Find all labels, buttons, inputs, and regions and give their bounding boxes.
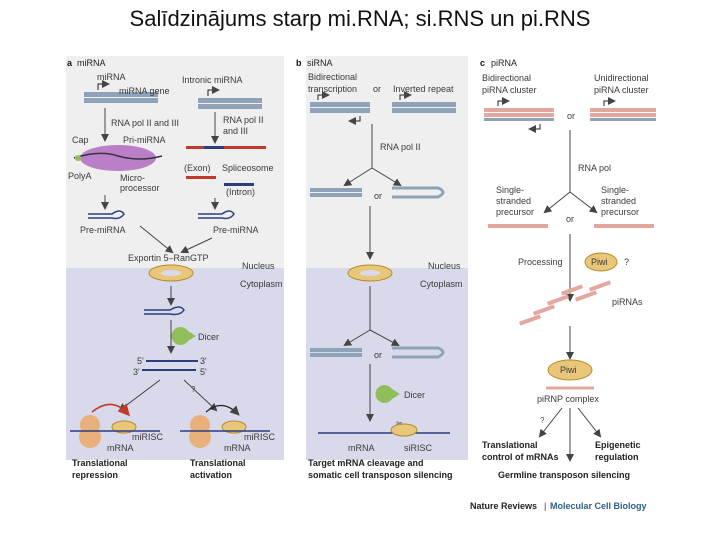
panel-a: a miRNA miRNA miRNA gene Intronic miRNA …	[66, 56, 284, 480]
c-single-left-2: stranded	[496, 196, 531, 206]
c-q1: ?	[624, 257, 629, 267]
b-or-2: or	[374, 191, 382, 201]
a-pre-mirna-left-shape	[88, 210, 125, 220]
c-outcome-1-line-2: control of mRNAs	[482, 452, 559, 462]
a-mirna-gene-label: miRNA gene	[119, 86, 170, 96]
b-dicer-label: Dicer	[404, 390, 425, 400]
c-outcome-2-line-2: regulation	[595, 452, 639, 462]
b-or-3: or	[374, 350, 382, 360]
a-rna-pol-left: RNA pol II and III	[111, 118, 179, 128]
a-outcome-2-line-2: activation	[190, 470, 232, 480]
b-outcome-line-1: Target mRNA cleavage and	[308, 458, 424, 468]
a-nucleus-label: Nucleus	[242, 261, 275, 271]
a-intron-label: (Intron)	[226, 187, 255, 197]
a-mrna-right: mRNA	[224, 443, 251, 453]
panel-a-name: miRNA	[77, 58, 106, 68]
b-cytoplasm-label: Cytoplasm	[420, 279, 463, 289]
a-polya-label: PolyA	[68, 171, 92, 181]
c-bidir-2: piRNA cluster	[482, 85, 537, 95]
a-three-bot: 3'	[133, 367, 140, 377]
panel-a-letter: a	[67, 58, 73, 68]
b-scissors-icon: ✂	[396, 419, 403, 428]
c-rna-pol-label: RNA pol	[578, 163, 611, 173]
c-or-2: or	[566, 214, 574, 224]
c-piwi-2-shape	[547, 359, 593, 381]
a-spliceosome-label: Spliceosome	[222, 163, 274, 173]
c-piwi-1-label: Piwi	[591, 257, 608, 267]
credit-journal: Nature Reviews	[470, 501, 537, 511]
credit-separator: |	[544, 501, 546, 511]
a-pri-mirna-label: Pri-miRNA	[123, 135, 166, 145]
a-rna-pol-right-1: RNA pol II	[223, 115, 264, 125]
a-exportin-label: Exportin 5–RanGTP	[128, 253, 209, 263]
a-pre-mirna-right-shape	[198, 210, 235, 220]
a-microprocessor-shape	[80, 145, 156, 171]
a-dicer-label: Dicer	[198, 332, 219, 342]
c-pirnas-label: piRNAs	[612, 297, 643, 307]
a-mirisc-left: miRISC	[132, 432, 163, 442]
panel-b-letter: b	[296, 58, 302, 68]
a-outcome-2-line-1: Translational	[190, 458, 246, 468]
a-mrna-left: mRNA	[107, 443, 134, 453]
c-processing-label: Processing	[518, 257, 563, 267]
b-sirisc-label: siRISC	[404, 443, 433, 453]
a-cap-label: Cap	[72, 135, 89, 145]
credit-section: Molecular Cell Biology	[550, 501, 647, 511]
c-bidir-1: Bidirectional	[482, 73, 531, 83]
panel-c-letter: c	[480, 58, 485, 68]
c-uni-2: piRNA cluster	[594, 85, 649, 95]
b-bidir-2: transcription	[308, 84, 357, 94]
panel-a-cytoplasm-bg	[66, 268, 284, 460]
b-inverted-repeat: Inverted repeat	[393, 84, 454, 94]
a-mirna-label: miRNA	[97, 72, 126, 82]
c-piwi-1-shape	[584, 252, 618, 272]
a-five-bot: 5'	[200, 367, 207, 377]
page-title: Salīdzinājums starp mi.RNA; si.RNS un pi…	[129, 6, 591, 31]
b-dicer-shape	[375, 384, 400, 404]
a-rna-pol-right-2: and III	[223, 126, 248, 136]
panel-b: b siRNA Bidirectional transcription or I…	[296, 56, 468, 480]
a-outcome-1-line-1: Translational	[72, 458, 128, 468]
b-nucleus-label: Nucleus	[428, 261, 461, 271]
c-uni-1: Unidirectional	[594, 73, 649, 83]
a-exon-label: (Exon)	[184, 163, 211, 173]
b-or-1: or	[373, 84, 381, 94]
a-pre-left-label: Pre-miRNA	[80, 225, 126, 235]
c-single-right-2: stranded	[601, 196, 636, 206]
c-single-right-1: Single-	[601, 185, 629, 195]
c-single-right-3: precursor	[601, 207, 639, 217]
c-or-1: or	[567, 111, 575, 121]
c-outcome-2-line-1: Epigenetic	[595, 440, 641, 450]
a-outcome-1-line-2: repression	[72, 470, 118, 480]
a-dicer-shape	[171, 327, 196, 346]
a-three-top: 3'	[200, 356, 207, 366]
c-q2: ?	[540, 416, 545, 425]
c-pirna-fragments	[518, 280, 612, 326]
a-micro-label-2: processor	[120, 183, 160, 193]
c-outcome-1-line-1: Translational	[482, 440, 538, 450]
a-cytoplasm-label: Cytoplasm	[240, 279, 283, 289]
panel-c-name: piRNA	[491, 58, 517, 68]
b-mrna-label: mRNA	[348, 443, 375, 453]
b-bidir-1: Bidirectional	[308, 72, 357, 82]
a-five-top: 5'	[137, 356, 144, 366]
a-intronic-label: Intronic miRNA	[182, 75, 243, 85]
c-outcome-3: Germline transposon silencing	[498, 470, 630, 480]
panel-c: c piRNA Bidirectional piRNA cluster Unid…	[480, 58, 656, 480]
a-mirna-gene-dna	[84, 92, 158, 97]
a-pre-right-label: Pre-miRNA	[213, 225, 259, 235]
panel-b-name: siRNA	[307, 58, 333, 68]
c-single-left-1: Single-	[496, 185, 524, 195]
c-piwi-2-label: Piwi	[560, 365, 577, 375]
a-micro-label-1: Micro-	[120, 173, 145, 183]
b-rna-pol-label: RNA pol II	[380, 142, 421, 152]
b-sirisc-shape	[390, 423, 418, 437]
b-outcome-line-2: somatic cell transposon silencing	[308, 470, 453, 480]
a-mirisc-right: miRISC	[244, 432, 275, 442]
c-pirnp-label: piRNP complex	[537, 394, 599, 404]
c-single-left-3: precursor	[496, 207, 534, 217]
